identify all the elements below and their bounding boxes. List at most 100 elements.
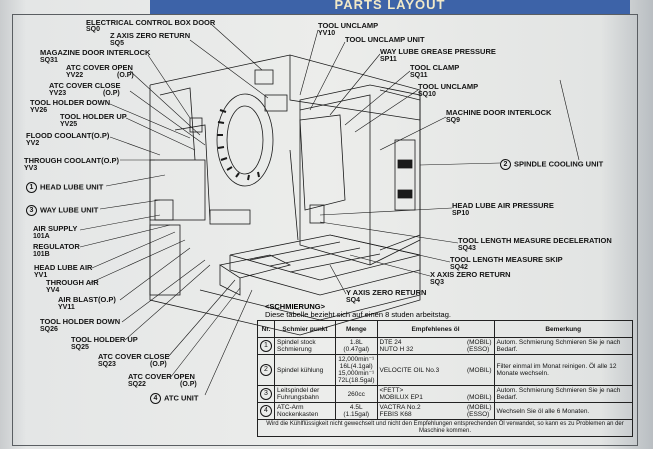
schmier-punkt-text: Spindel stock Schmierung <box>277 339 316 353</box>
spindle-head <box>299 114 346 211</box>
menge-cell: 260cc <box>335 385 378 403</box>
row-number-badge: 2 <box>260 364 272 376</box>
code-yv4: YV4 <box>46 287 60 294</box>
schmier-punkt-text: Spindel kühlung <box>277 366 324 374</box>
oil-brand: (MOBIL) <box>466 394 492 401</box>
col-header-bemerkung: Bemerkung <box>493 320 633 338</box>
label-tool-unclamp-unit: TOOL UNCLAMP UNIT <box>345 35 425 44</box>
col-header-menge: Menge <box>335 320 378 338</box>
label-atc-cover-close-top: ATC COVER CLOSE <box>49 81 121 90</box>
code-sq0: SQ0 <box>86 26 101 33</box>
schmier-punkt-cell: Spindel kühlung <box>274 354 336 386</box>
label-tool-length-measure-deceleration: TOOL LENGTH MEASURE DECELERATION <box>458 236 612 245</box>
code-sq9: SQ9 <box>446 117 461 124</box>
op-yv22: (O.P) <box>117 72 134 79</box>
label-tool-holder-up-top: TOOL HOLDER UP <box>60 112 127 121</box>
schmier-punkt-cell: ATC-Arm Nockenkasten <box>274 402 336 420</box>
bemerkung-cell: Filter einmal im Monat reinigen. Öl alle… <box>493 354 633 386</box>
code-sq10: SQ10 <box>418 91 436 98</box>
code-sq5: SQ5 <box>110 40 125 47</box>
lube-table-body: 1 Spindel stock Schmierung 1.8L (0.47gal) (… <box>257 337 633 437</box>
code-yv2: YV2 <box>26 140 40 147</box>
label-through-air: THROUGH AIR <box>46 278 99 287</box>
label-head-lube-air-pressure: HEAD LUBE AIR PRESSURE <box>452 201 554 210</box>
oil-brand: (MOBIL) <box>466 366 492 374</box>
column-body <box>299 84 421 266</box>
label-z-axis-zero-return: Z AXIS ZERO RETURN <box>110 31 191 40</box>
label-tool-holder-up-bottom: TOOL HOLDER UP <box>71 335 138 344</box>
oil-brand: (MOBIL) (ESSO) <box>466 404 492 418</box>
label-through-coolant: THROUGH COOLANT(O.P) <box>24 156 119 165</box>
left-cabinet <box>149 159 206 221</box>
table-row: 2 Spindel kühlung 12,000min⁻¹ 16L(4.1gal) … <box>257 354 633 386</box>
schmier-punkt-cell: Spindel stock Schmierung <box>274 337 336 355</box>
op-sq22: (O.P) <box>180 381 197 388</box>
menge-cell: 12,000min⁻¹ 16L(4.1gal) 15,000min⁻¹ 72L(… <box>335 354 378 386</box>
label-atc-cover-close-bottom: ATC COVER CLOSE <box>98 352 170 361</box>
label-y-axis-zero-return: Y AXIS ZERO RETURN <box>346 288 427 297</box>
code-sq23: SQ23 <box>98 361 116 368</box>
code-sq43: SQ43 <box>458 245 476 252</box>
row-number-badge: 4 <box>260 405 272 417</box>
tool-magazine <box>216 93 274 187</box>
label-atc-cover-open-bottom: ATC COVER OPEN <box>128 372 195 381</box>
op-sq23: (O.P) <box>150 361 167 368</box>
code-sq11: SQ11 <box>410 72 428 79</box>
label-machine-door-interlock: MACHINE DOOR INTERLOCK <box>446 108 552 117</box>
bemerkung-cell: Autom. Schmierung Schmieren Sie je nach … <box>493 385 633 403</box>
code-yv26: YV26 <box>30 107 48 114</box>
code-yv1: YV1 <box>34 272 48 279</box>
label-regulator: REGULATOR <box>33 242 80 251</box>
row-number-cell: 3 <box>257 385 275 403</box>
num-2-badge: 2 <box>500 159 511 170</box>
label-tool-unclamp-top: TOOL UNCLAMP <box>318 21 379 30</box>
bemerkung-cell: Wechseln Sie öl alle 6 Monaten. <box>493 402 633 420</box>
empfohlenes-oel-cell: (MOBIL) VELOCITE OIL No.3 <box>376 354 495 386</box>
col-header-punkt: Schmier punkt <box>274 320 336 338</box>
oil-name: <FETT> MOBILUX EP1 <box>379 387 423 401</box>
row-number-badge: 3 <box>260 388 272 400</box>
col-header-oel: Empfehlenes öl <box>376 320 495 338</box>
bemerkung-text: Filter einmal im Monat reinigen. Öl alle… <box>496 363 617 377</box>
empfohlenes-oel-cell: (MOBIL) (ESSO)VACTRA No.2 FEBIS K68 <box>376 402 495 420</box>
num-3-badge: 3 <box>26 205 37 216</box>
lube-footer-note: Wird die Kühlflüssigkeit nicht gewechsel… <box>257 419 633 437</box>
empfohlenes-oel-cell: (MOBIL) (ESSO)DTE 24 NUTO H 32 <box>376 337 495 355</box>
label-magazine-door-interlock: MAGAZINE DOOR INTERLOCK <box>40 48 151 57</box>
label-tool-holder-down-bottom: TOOL HOLDER DOWN <box>40 317 121 326</box>
lube-section-subtitle: Diese tabelle bezieht sich auf einen 8 s… <box>265 310 451 319</box>
code-sq31: SQ31 <box>40 57 58 64</box>
page-title: PARTS LAYOUT <box>150 0 630 14</box>
num-1-badge: 1 <box>26 182 37 193</box>
lube-table-header-row: Nr. Schmier punkt Menge Empfehlenes öl B… <box>257 320 633 338</box>
label-tool-holder-down-top: TOOL HOLDER DOWN <box>30 98 111 107</box>
empfohlenes-oel-cell: (MOBIL) <FETT> MOBILUX EP1 <box>376 385 495 403</box>
menge-text: 1.8L (0.47gal) <box>343 339 370 353</box>
code-sq4: SQ4 <box>346 297 361 304</box>
lube-table: Nr. Schmier punkt Menge Empfehlenes öl B… <box>257 320 633 437</box>
code-yv10: YV10 <box>318 30 336 37</box>
code-yv3: YV3 <box>24 165 38 172</box>
code-sp11: SP11 <box>380 56 397 63</box>
lube-section-title: <SCHMIERUNG> <box>265 302 326 311</box>
bemerkung-text: Wechseln Sie öl alle 6 Monaten. <box>496 407 590 415</box>
leader-lines <box>79 23 580 396</box>
label-x-axis-zero-return: X AXIS ZERO RETURN <box>430 270 511 279</box>
code-sq26: SQ26 <box>40 326 58 333</box>
control-box <box>379 89 421 251</box>
panel-border <box>12 14 638 446</box>
code-sq42: SQ42 <box>450 264 468 271</box>
row-number-cell: 4 <box>257 402 275 420</box>
oil-name: VELOCITE OIL No.3 <box>379 366 440 374</box>
row-number-badge: 1 <box>260 340 272 352</box>
num-4-badge: 4 <box>150 393 161 404</box>
row-number-cell: 2 <box>257 354 275 386</box>
label-air-supply: AIR SUPPLY <box>33 224 78 233</box>
menge-text: 4.5L (1.15gal) <box>343 404 370 418</box>
bemerkung-text: Autom. Schmierung Schmieren Sie je nach … <box>496 339 621 353</box>
code-sq25: SQ25 <box>71 344 89 351</box>
